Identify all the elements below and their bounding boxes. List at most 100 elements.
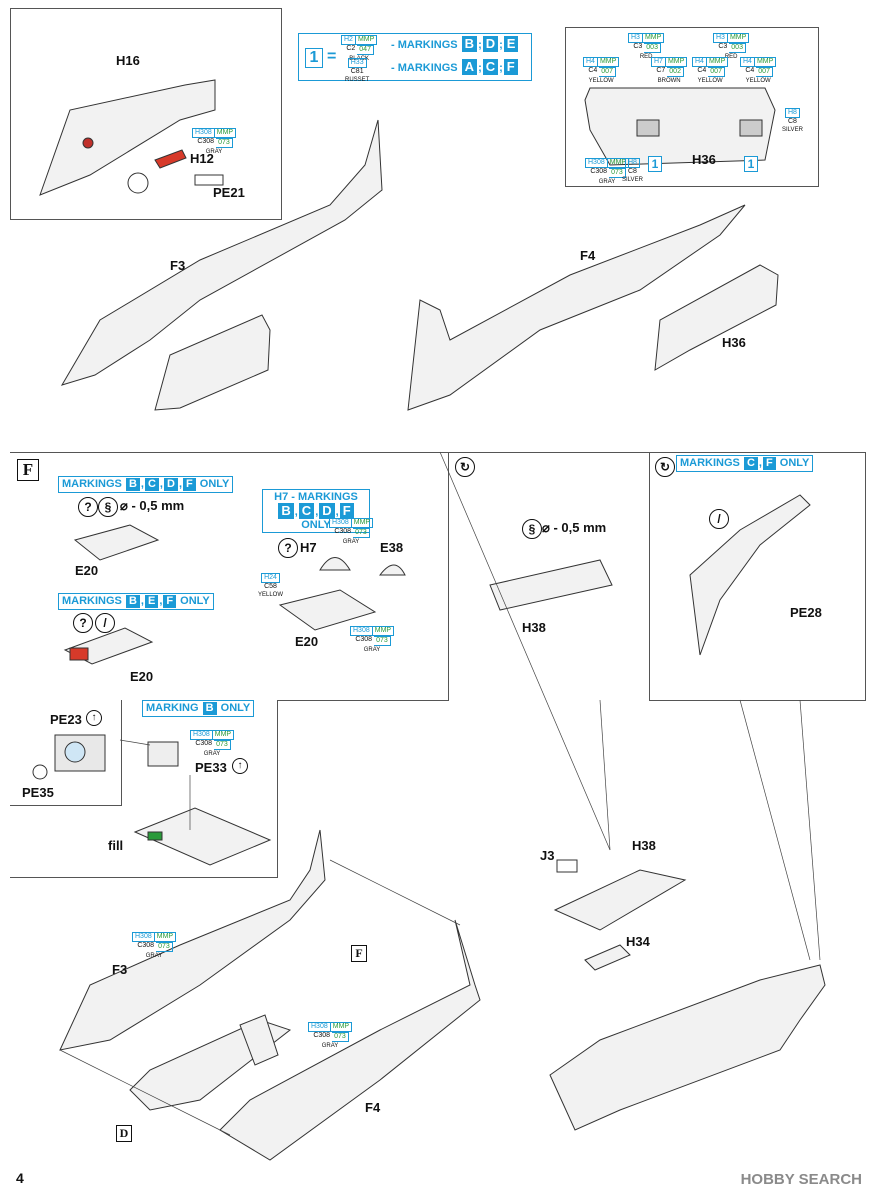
mark-f: F [503,59,518,75]
markings-bef-bar: MARKINGS B,E,F ONLY [58,593,214,610]
label-pe35: PE35 [22,785,54,800]
arrow-up-icon: ↑ [232,758,248,774]
h7-markings: H7 - MARKINGS B,C,D,F ONLY [262,489,370,533]
floor-drawing [133,807,272,866]
label-e20-c: E20 [295,634,319,649]
tail-drawing [689,494,811,656]
question-icon: ? [278,538,298,558]
label-e38: E38 [380,540,404,555]
bottom-seat-drawing [239,1014,279,1066]
label-j3: J3 [540,848,555,863]
mark-c: C [482,59,499,75]
part-h38-bottom-drawing [553,869,687,931]
label-pe21: PE21 [213,185,245,200]
page-number: 4 [16,1170,24,1186]
part-h36-detail-drawing [584,87,776,166]
divider-horizontal [10,452,866,453]
paint-yellow-e20: H24 C58 YELLOW [258,573,284,598]
divider-mid [278,700,449,701]
mark-a: A [461,59,478,75]
label-h34: H34 [626,934,650,949]
ref-d: D [116,1125,132,1142]
label-e20-b: E20 [130,669,154,684]
ref-f: F [351,945,367,962]
part-e38-drawing [319,557,351,571]
paint-silver-1: H8 C8 SILVER [782,108,803,133]
part-h38-drawing [489,559,613,611]
label-pe23: PE23 [50,712,82,727]
label-pe28: PE28 [790,605,822,620]
bottom-fuselage-f4-drawing [219,919,481,1161]
part-h36-right-drawing [654,264,779,371]
h36-badge-2: 1 [744,156,758,172]
fuselage-f3-drawing [60,119,383,386]
label-pe33: PE33 [195,760,227,775]
legend-equals: = [327,48,337,65]
part-h12-drawing [154,149,187,169]
mark-d: D [482,36,499,52]
divider-v1 [448,452,449,700]
label-h7: H7 [300,540,317,555]
paint-silver-2: H8 C8 SILVER [622,158,643,183]
part-pe21-drawing [194,174,224,186]
legend-badge: 1 [305,48,323,68]
divider-right [865,452,866,700]
legend-line1-prefix: - MARKINGS [391,39,458,51]
panel-marking-b [10,700,278,878]
part-h34-drawing [584,944,631,971]
glue-icon: / [709,509,729,529]
panel-top-left [10,8,282,220]
part-h36-left-drawing [154,314,271,411]
label-h36-mid: H36 [722,335,746,350]
part-e20c-drawing [278,589,377,631]
markings-bcdf-bar: MARKINGS B,C,D,F ONLY [58,476,234,493]
legend-line2-prefix: - MARKINGS [391,62,458,74]
marking-b-bar: MARKING B ONLY [142,700,255,717]
label-h16: H16 [116,53,140,68]
label-h38-bottom: H38 [632,838,656,853]
divider-v2 [649,452,650,700]
bottom-fuselage-f3-drawing [59,829,326,1051]
label-f4: F4 [580,248,596,263]
h36-badge-1: 1 [648,156,662,172]
panel-pe23-border-v [121,700,122,806]
label-fill: fill [108,838,124,853]
drill-icon: § [522,519,542,539]
legend-line1: - MARKINGS B;D;E [391,36,519,52]
label-e20-a: E20 [75,563,99,578]
legend-paint-russet: H33 C81 RUSSET [345,58,370,83]
legend-line2: - MARKINGS A;C;F [391,59,519,75]
bottom-right-fuselage-drawing [549,964,826,1131]
part-h16-drawing [39,79,216,196]
rotate-icon: ↻ [655,457,675,477]
divider-bottom-right [649,700,866,701]
glue-icon: / [95,613,115,633]
label-f3: F3 [170,258,186,273]
drill-size-1: ⌀ - 0,5 mm [120,498,185,513]
label-f4-bottom: F4 [365,1100,381,1115]
question-icon: ? [78,497,98,517]
panel-top-right [565,27,819,187]
part-e20a-drawing [73,524,160,561]
drill-icon: § [98,497,118,517]
watermark: HOBBY SEARCH [740,1171,862,1188]
fuselage-f4-drawing [407,204,746,411]
question-icon: ? [73,613,93,633]
mark-b: B [461,36,478,52]
panel-pe23-border [10,805,122,806]
